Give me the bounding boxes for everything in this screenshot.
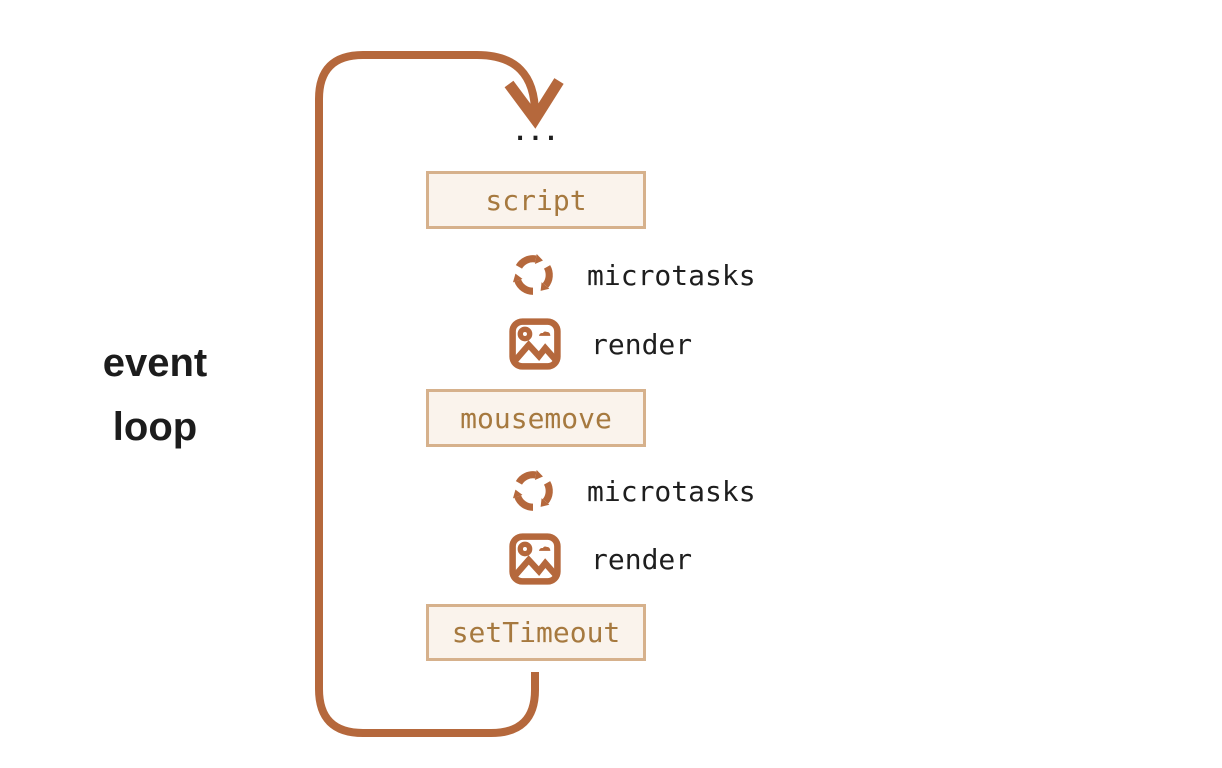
render-label: render	[591, 327, 693, 361]
microtasks-label: microtasks	[587, 258, 756, 292]
render-label: render	[591, 542, 693, 576]
task-box-script-label: script	[485, 183, 587, 217]
loop-path	[315, 51, 539, 737]
cycle-icon	[507, 465, 559, 517]
render-row: render	[507, 316, 692, 372]
microtasks-label: microtasks	[587, 474, 756, 508]
task-box-settimeout: setTimeout	[426, 604, 646, 661]
task-box-settimeout-label: setTimeout	[451, 616, 621, 649]
arrowhead-icon	[504, 78, 564, 129]
task-box-mousemove-label: mousemove	[460, 401, 612, 435]
microtasks-row: microtasks	[507, 463, 756, 519]
microtasks-row: microtasks	[507, 247, 756, 303]
task-box-script: script	[426, 171, 646, 229]
image-icon	[507, 316, 563, 372]
image-icon	[507, 531, 563, 587]
render-row: render	[507, 531, 692, 587]
ellipsis-label: ...	[512, 118, 560, 146]
diagram-title: event loop	[102, 341, 208, 449]
cycle-icon	[507, 249, 559, 301]
task-box-mousemove: mousemove	[426, 389, 646, 447]
